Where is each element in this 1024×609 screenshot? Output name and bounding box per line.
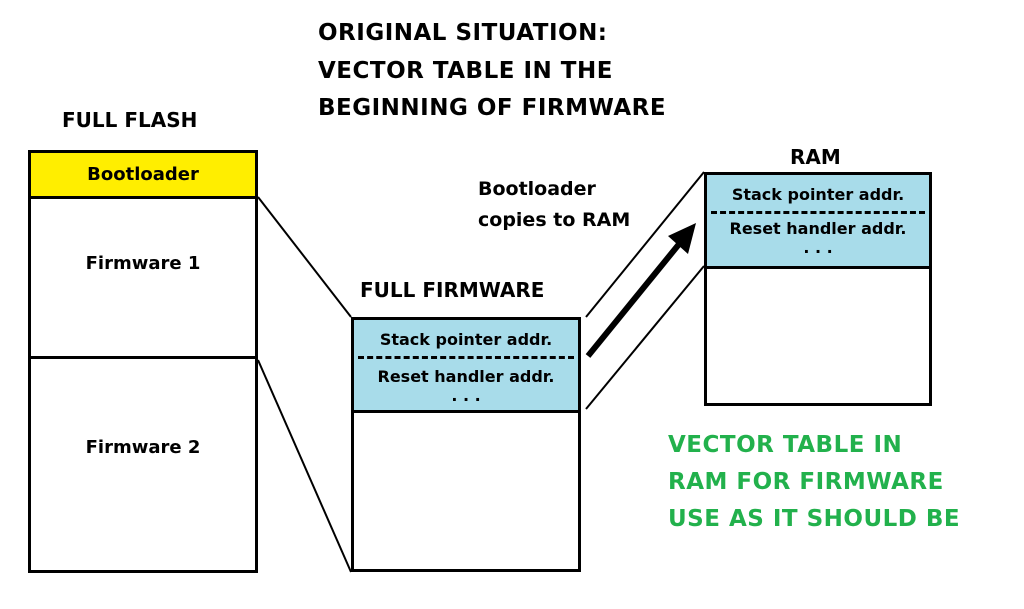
firmware-2-region: Firmware 2 — [31, 359, 255, 570]
firmware-1-region: Firmware 1 — [31, 199, 255, 359]
ram-ellipsis: . . . — [803, 238, 833, 257]
firmware-entry-divider — [358, 356, 574, 359]
firmware-ellipsis: . . . — [451, 386, 481, 405]
title-line-1: ORIGINAL SITUATION: — [318, 20, 608, 46]
full-flash-block: Bootloader Firmware 1 Firmware 2 — [28, 150, 258, 573]
title-line-2: VECTOR TABLE IN THE — [318, 58, 613, 84]
firmware-1-label: Firmware 1 — [85, 253, 201, 274]
full-firmware-block: Stack pointer addr. Reset handler addr. … — [351, 317, 581, 572]
zoom-line-ram-top — [585, 171, 705, 318]
zoom-line-firmware-top — [257, 196, 352, 318]
copy-arrow-head — [668, 223, 696, 254]
firmware-reset-handler-entry: Reset handler addr. — [377, 367, 555, 386]
ram-reset-handler-entry: Reset handler addr. — [729, 219, 907, 238]
full-flash-heading: FULL FLASH — [62, 108, 198, 132]
conclusion-line-3: USE AS IT SHOULD BE — [668, 506, 961, 532]
firmware-vector-table: Stack pointer addr. Reset handler addr. … — [354, 320, 578, 413]
ram-heading: RAM — [790, 145, 841, 169]
conclusion-line-2: RAM FOR FIRMWARE — [668, 469, 944, 495]
copy-note-line-2: copies to RAM — [478, 209, 631, 231]
copy-arrow-shaft — [585, 236, 687, 358]
bootloader-label: Bootloader — [87, 164, 199, 185]
zoom-line-ram-bottom — [585, 265, 705, 410]
ram-block: Stack pointer addr. Reset handler addr. … — [704, 172, 932, 406]
title-line-3: BEGINNING OF FIRMWARE — [318, 95, 667, 121]
ram-stack-pointer-entry: Stack pointer addr. — [731, 185, 905, 204]
bootloader-region: Bootloader — [31, 153, 255, 199]
conclusion-line-1: VECTOR TABLE IN — [668, 432, 903, 458]
copy-note-line-1: Bootloader — [478, 178, 596, 200]
ram-entry-divider — [711, 211, 925, 214]
ram-vector-table: Stack pointer addr. Reset handler addr. … — [707, 175, 929, 269]
full-firmware-heading: FULL FIRMWARE — [360, 278, 545, 302]
zoom-line-firmware-bottom — [257, 359, 352, 573]
firmware-stack-pointer-entry: Stack pointer addr. — [379, 330, 553, 349]
firmware-2-label: Firmware 2 — [85, 437, 201, 458]
